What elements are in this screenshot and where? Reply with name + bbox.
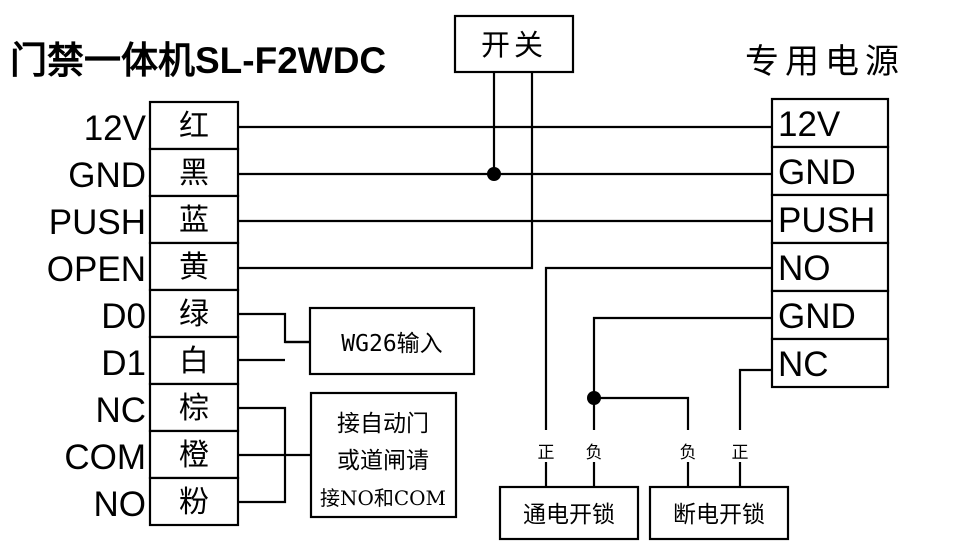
wiegand-label: WG26输入 [341, 331, 442, 357]
psu-pin-label: PUSH [778, 201, 875, 240]
pin-name: GND [68, 156, 146, 195]
power-on-lock-label: 通电开锁 [523, 502, 615, 528]
wire-d0-wiegand [238, 312, 310, 344]
power-off-lock-box [648, 485, 790, 541]
terminal-cell [148, 382, 240, 433]
junction-dot [487, 167, 501, 181]
wire-color-label: 红 [179, 109, 209, 144]
terminal-cell [148, 194, 240, 245]
wire-nc-to-lock [738, 368, 772, 430]
device-terminal-block: 红 黑 蓝 黄 绿 白 棕 橙 粉 [148, 100, 240, 527]
wire-no-to-lock [544, 266, 772, 430]
psu-pin-label: NC [778, 345, 829, 384]
psu-pin-label: NO [778, 249, 831, 288]
wire-gnd-to-lock [592, 316, 772, 430]
wire-open-to-switch [238, 72, 534, 270]
pin-name: OPEN [47, 250, 146, 289]
wire-color-label: 黄 [179, 250, 209, 285]
pin-name: PUSH [49, 203, 146, 242]
pin-name: NO [94, 485, 147, 524]
polarity-label: 正 [538, 443, 555, 463]
psu-pin-label: 12V [778, 105, 841, 144]
pin-name: D0 [101, 297, 146, 336]
polarity-label: 正 [732, 443, 749, 463]
wire-color-label: 白 [179, 344, 209, 379]
wiegand-box [308, 306, 476, 376]
pin-name: 12V [84, 109, 147, 148]
note-line: 接自动门 [337, 411, 429, 437]
terminal-cell [148, 288, 240, 339]
psu-pin-label: GND [778, 297, 856, 336]
wire-color-label: 绿 [179, 297, 209, 332]
pin-name: D1 [101, 344, 146, 383]
note-line: 或道闸请 [337, 448, 429, 474]
terminal-cell [148, 476, 240, 527]
power-on-lock-box [498, 485, 640, 541]
psu-terminal-cell [770, 241, 890, 293]
psu-pin-label: GND [778, 153, 856, 192]
switch-label: 开关 [481, 28, 547, 62]
pin-name: COM [64, 438, 146, 477]
wire-color-label: 橙 [179, 438, 209, 473]
wire-color-label: 黑 [179, 156, 209, 191]
pin-name: NC [95, 391, 146, 430]
access-note-box [309, 391, 458, 519]
psu-terminal-cell [770, 337, 890, 389]
psu-terminal-cell [770, 97, 890, 149]
note-line: 接NO和COM [320, 486, 446, 510]
power-supply-terminal-block: 12V GND PUSH NO GND NC [770, 97, 890, 389]
junction-dot [587, 391, 601, 405]
wire-color-label: 棕 [179, 391, 209, 426]
polarity-label: 负 [680, 443, 697, 463]
device-pin-names: 12V GND PUSH OPEN D0 D1 NC COM NO [47, 109, 147, 524]
power-off-lock-label: 断电开锁 [673, 502, 765, 528]
psu-terminal-cell [770, 145, 890, 197]
polarity-label: 负 [586, 443, 603, 463]
wire-color-label: 蓝 [179, 203, 209, 238]
power-supply-title: 专用电源 [745, 42, 905, 82]
device-title: 门禁一体机SL-F2WDC [10, 40, 386, 81]
wire-color-label: 粉 [179, 485, 209, 520]
switch-box [453, 14, 575, 74]
wire-gnd-branch [594, 396, 690, 430]
